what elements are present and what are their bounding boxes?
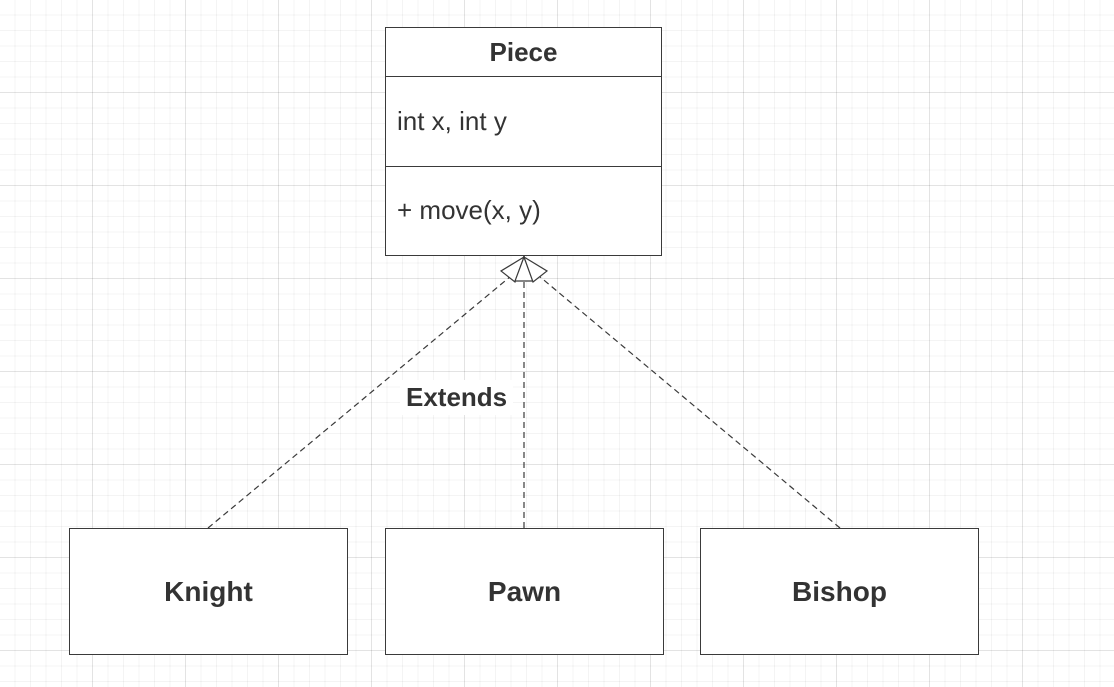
class-piece[interactable]: Piece int x, int y + move(x, y) [385,27,662,256]
class-bishop[interactable]: Bishop [700,528,979,655]
class-piece-name: Piece [386,28,661,77]
class-piece-methods: + move(x, y) [397,195,541,225]
class-knight-name: Knight [164,575,253,607]
class-piece-attributes: int x, int y [386,77,661,167]
class-pawn[interactable]: Pawn [385,528,664,655]
generalization-arrowhead-knight [499,255,526,283]
extends-label: Extends [400,380,514,415]
generalization-arrowhead-pawn [514,255,534,282]
generalization-arrowhead-bishop [522,255,549,283]
class-knight[interactable]: Knight [69,528,348,655]
class-pawn-name: Pawn [487,575,562,607]
connector-bishop-to-piece[interactable] [532,270,841,529]
class-bishop-name: Bishop [792,575,887,607]
